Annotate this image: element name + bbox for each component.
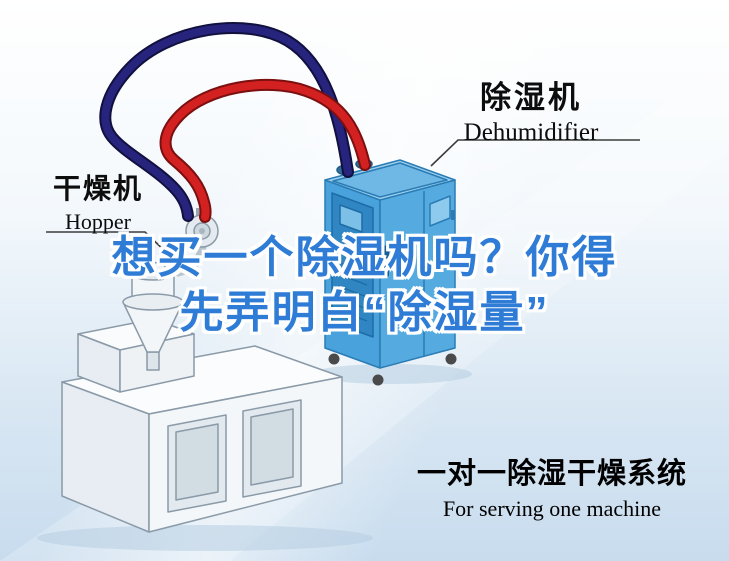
dehumidifier-label-en: Dehumidifier <box>463 119 599 146</box>
pipe-navy-icon <box>99 21 354 222</box>
dehumidifier-leader-line <box>430 139 640 167</box>
pipe-red-icon <box>159 79 371 223</box>
headline-line-2: 先弄明白“除湿量” <box>179 287 550 337</box>
dehumidifier-label-cn: 除湿机 <box>480 80 582 115</box>
hopper-dryer-icon <box>122 261 184 371</box>
dehumidifier-callout: 除湿机 Dehumidifier <box>436 72 626 147</box>
system-caption-en: For serving one machine <box>442 496 662 521</box>
hopper-leader-line <box>46 231 168 254</box>
dehumidifier-machine-icon <box>324 158 457 386</box>
system-caption-cn: 一对一除湿干燥系统 <box>416 458 687 490</box>
blower-icon <box>173 208 219 277</box>
callout-lines <box>46 139 640 254</box>
hopper-callout: 干燥机 Hopper <box>26 167 170 235</box>
hopper-label-en: Hopper <box>65 209 131 234</box>
hopper-label-cn: 干燥机 <box>52 173 143 204</box>
headline: 想买一个除湿机吗？你得 先弄明白“除湿量” <box>0 231 729 340</box>
ground-shadows <box>37 364 472 551</box>
system-caption: 一对一除湿干燥系统 For serving one machine <box>402 450 702 522</box>
headline-line-1: 想买一个除湿机吗？你得 <box>111 233 618 282</box>
